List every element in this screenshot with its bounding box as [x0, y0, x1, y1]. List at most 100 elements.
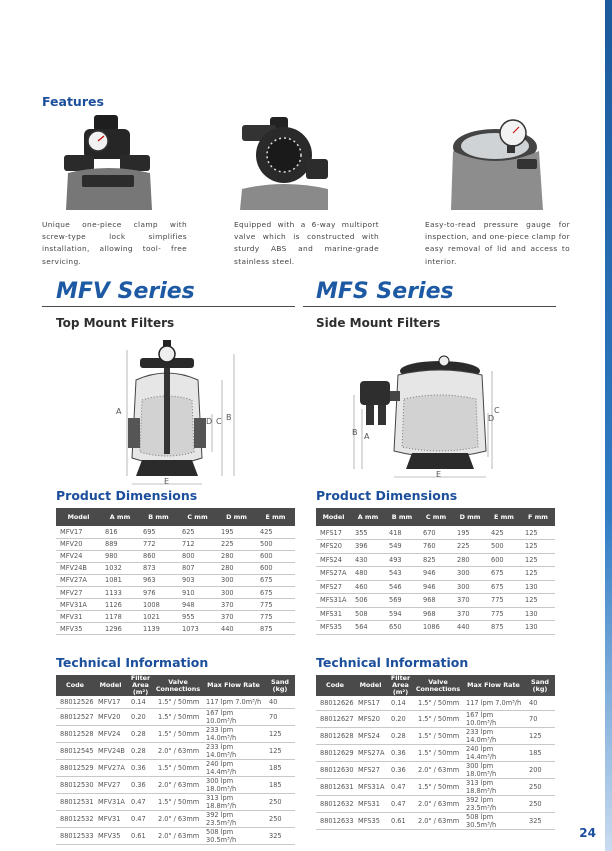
table-cell: 392 lpm 23.5m³/h	[202, 810, 265, 828]
table-cell: 1073	[178, 622, 217, 636]
table-cell: 775	[487, 593, 521, 608]
mfv-series-title: MFV Series	[56, 279, 195, 304]
table-cell: 0.47	[387, 778, 414, 796]
table-cell: 88012532	[56, 810, 94, 828]
table-cell: MFS17	[354, 696, 387, 711]
table-cell: 88012632	[316, 795, 354, 813]
table-cell: 955	[178, 610, 217, 624]
six-way-valve-photo	[232, 115, 332, 210]
table-cell: 695	[139, 526, 178, 539]
table-cell: 185	[265, 776, 295, 794]
table-cell: 0.36	[127, 776, 154, 794]
table-cell: 1126	[101, 598, 139, 612]
table-cell: 980	[101, 550, 139, 563]
table-cell: 88012530	[56, 776, 94, 794]
table-cell: 1086	[419, 620, 453, 635]
column-header: Filter Area (m²)	[127, 675, 154, 696]
table-cell: MFV24B	[56, 562, 101, 575]
mfs-subtitle: Side Mount Filters	[316, 316, 441, 330]
mfv-label-b: B	[226, 413, 232, 422]
table-cell: 800	[178, 550, 217, 563]
table-cell: 300 lpm 18.0m³/h	[202, 776, 265, 794]
table-cell: MFV27A	[56, 574, 101, 587]
table-cell: 903	[178, 574, 217, 587]
table-cell: 0.20	[127, 708, 154, 726]
table-cell: 0.28	[387, 727, 414, 745]
table-cell: 185	[265, 759, 295, 777]
mfs-label-a: A	[364, 432, 370, 441]
table-cell: MFV31	[94, 810, 127, 828]
table-cell: 712	[178, 538, 217, 551]
mfv-dimensions-heading: Product Dimensions	[56, 488, 198, 503]
table-cell: 0.20	[387, 710, 414, 728]
table-cell: 910	[178, 586, 217, 600]
table-cell: MFS24	[316, 553, 351, 567]
column-header: Code	[56, 675, 94, 696]
column-header: Filter Area (m²)	[387, 675, 414, 696]
column-header: F mm	[521, 508, 555, 526]
table-cell: 185	[525, 744, 555, 762]
table-cell: 946	[419, 580, 453, 594]
table-cell: MFV31	[56, 610, 101, 624]
table-cell: 300	[453, 580, 487, 594]
table-cell: 875	[256, 622, 295, 636]
table-cell: 125	[521, 526, 555, 540]
table-cell: 0.28	[127, 725, 154, 743]
table-cell: 675	[256, 586, 295, 600]
table-cell: 0.47	[127, 810, 154, 828]
table-cell: 88012545	[56, 742, 94, 760]
table-cell: 0.61	[387, 812, 414, 830]
mfs-technical-heading: Technical Information	[316, 655, 469, 670]
table-cell: MFS27	[354, 761, 387, 779]
table-cell: 1.5" / 50mm	[154, 708, 202, 726]
table-cell: MFS17	[316, 526, 351, 540]
table-cell: MFV27	[56, 586, 101, 600]
table-cell: 240 lpm 14.4m³/h	[202, 759, 265, 777]
table-cell: 543	[385, 566, 419, 581]
column-header: Max Flow Rate	[202, 675, 265, 696]
table-cell: MFS35	[316, 620, 351, 635]
table-cell: 825	[419, 553, 453, 567]
features-heading: Features	[42, 94, 104, 109]
column-header: Model	[316, 508, 351, 526]
table-cell: 125	[525, 727, 555, 745]
table-cell: 2.0" / 63mm	[414, 795, 462, 813]
table-cell: 250	[525, 795, 555, 813]
table-cell: 430	[351, 553, 385, 567]
table-cell: 418	[385, 526, 419, 540]
table-cell: 675	[487, 566, 521, 581]
column-header: C mm	[178, 508, 217, 526]
table-cell: 370	[217, 598, 256, 612]
table-cell: 117 lpm 7.0m³/h	[202, 696, 265, 709]
table-cell: 88012631	[316, 778, 354, 796]
table-cell: 125	[265, 742, 295, 760]
table-cell: 775	[487, 607, 521, 621]
table-cell: 1178	[101, 610, 139, 624]
table-cell: 250	[525, 778, 555, 796]
table-cell: 508 lpm 30.5m³/h	[462, 812, 525, 830]
table-cell: 1.5" / 50mm	[414, 727, 462, 745]
table-cell: 280	[217, 550, 256, 563]
table-cell: 125	[521, 566, 555, 581]
table-cell: 1.5" / 50mm	[414, 744, 462, 762]
table-cell: MFV27A	[94, 759, 127, 777]
table-cell: 650	[385, 620, 419, 635]
table-cell: 875	[487, 620, 521, 635]
table-cell: MFS20	[316, 539, 351, 554]
table-cell: MFV24	[56, 550, 101, 563]
mfs-label-c: C	[494, 406, 500, 415]
table-cell: 508 lpm 30.5m³/h	[202, 827, 265, 845]
table-cell: 2.0" / 63mm	[414, 761, 462, 779]
table-cell: MFV17	[56, 526, 101, 539]
table-cell: 130	[521, 620, 555, 635]
mfs-label-b: B	[352, 428, 358, 437]
column-header: D mm	[453, 508, 487, 526]
table-cell: 0.28	[127, 742, 154, 760]
